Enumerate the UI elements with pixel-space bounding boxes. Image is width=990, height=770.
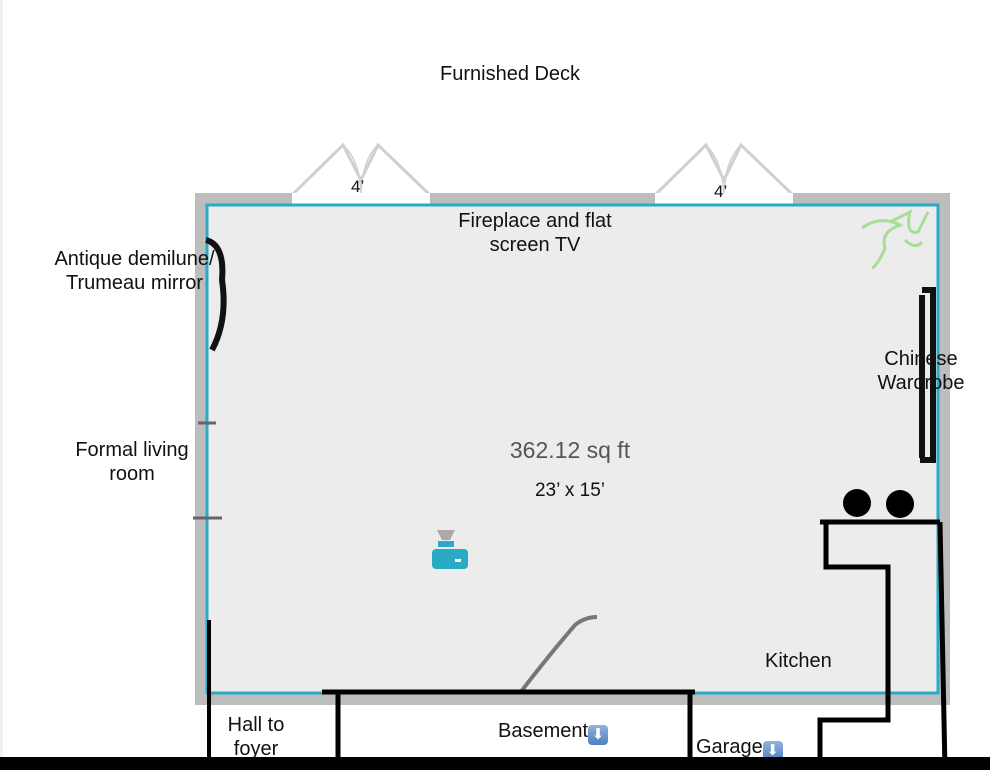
wardrobe-label: Chinese Wardrobe <box>877 348 965 394</box>
stool <box>886 490 914 518</box>
room-dimensions: 23’ x 15’ <box>534 480 606 501</box>
kitchen-counter <box>817 519 948 770</box>
projector-icon <box>432 530 468 569</box>
garage-label: Garage <box>696 736 763 758</box>
bottom-bar <box>0 757 990 770</box>
door-width-label: 4’ <box>351 177 365 196</box>
room-floor <box>205 203 940 695</box>
antique-label: Antique demilune/ Trumeau mirror <box>54 248 215 294</box>
mirror-sketch <box>204 237 227 352</box>
basement-link[interactable]: Basement⬇ <box>498 719 609 745</box>
stool <box>843 489 871 517</box>
door-right[interactable] <box>653 142 795 197</box>
room-area: 362.12 sq ft <box>509 437 631 463</box>
plant-icon <box>861 209 930 270</box>
deck-title: Furnished Deck <box>440 63 581 85</box>
door-width-label: 4’ <box>714 182 728 201</box>
basement-label: Basement <box>498 720 589 742</box>
garage-link[interactable]: Garage⬇ <box>696 735 783 761</box>
door-left[interactable] <box>290 142 432 197</box>
down-arrow-icon: ⬇ <box>588 725 609 745</box>
fireplace-label: Fireplace and flat screen TV <box>458 210 612 256</box>
page-edge <box>0 0 3 770</box>
wardrobe-sketch <box>919 287 936 463</box>
hall-label[interactable]: Hall to foyer <box>227 714 285 760</box>
down-arrow-icon: ⬇ <box>762 741 783 761</box>
door-gap-right <box>655 193 793 205</box>
door-gap-left <box>292 193 430 205</box>
stair-sketch <box>518 615 598 695</box>
kitchen-label: Kitchen <box>765 650 832 672</box>
formal-living-label: Formal living room <box>75 439 189 485</box>
